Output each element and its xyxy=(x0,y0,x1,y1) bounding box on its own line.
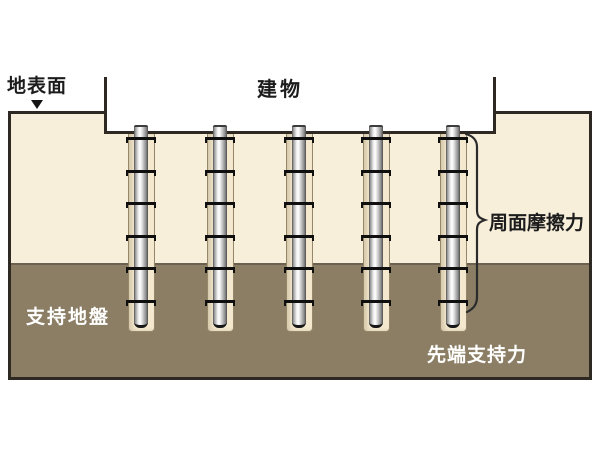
pile xyxy=(134,125,148,328)
friction-tick-icon xyxy=(205,170,235,176)
friction-tick-icon xyxy=(205,137,235,143)
friction-tick-icon xyxy=(438,202,468,208)
friction-tick-icon xyxy=(438,170,468,176)
friction-tick-icon xyxy=(438,235,468,241)
friction-tick-icon xyxy=(126,300,156,306)
friction-tick-icon xyxy=(438,137,468,143)
friction-tick-icon xyxy=(361,202,391,208)
friction-tick-icon xyxy=(205,300,235,306)
friction-tick-icon xyxy=(284,202,314,208)
skin-friction-label: 周面摩擦力 xyxy=(489,213,585,234)
friction-tick-icon xyxy=(126,267,156,273)
friction-tick-icon xyxy=(126,137,156,143)
friction-tick-icon xyxy=(284,267,314,273)
friction-tick-icon xyxy=(284,235,314,241)
ground-surface-marker-icon xyxy=(31,100,43,109)
friction-tick-icon xyxy=(126,202,156,208)
friction-tick-icon xyxy=(361,267,391,273)
friction-tick-icon xyxy=(361,235,391,241)
friction-tick-icon xyxy=(126,235,156,241)
ground-surface-label: 地表面 xyxy=(7,76,68,97)
friction-tick-icon xyxy=(438,267,468,273)
building-label: 建物 xyxy=(257,79,303,101)
friction-tick-icon xyxy=(284,137,314,143)
friction-tick-icon xyxy=(284,170,314,176)
friction-tick-icon xyxy=(438,300,468,306)
bearing-stratum-label: 支持地盤 xyxy=(26,307,111,328)
friction-tick-icon xyxy=(361,300,391,306)
pile xyxy=(446,125,460,328)
friction-tick-icon xyxy=(205,202,235,208)
friction-tick-icon xyxy=(361,170,391,176)
friction-tick-icon xyxy=(205,267,235,273)
tip-bearing-label: 先端支持力 xyxy=(427,345,528,366)
friction-tick-icon xyxy=(126,170,156,176)
friction-tick-icon xyxy=(205,235,235,241)
pile xyxy=(369,125,383,328)
pile xyxy=(213,125,227,328)
pile xyxy=(292,125,306,328)
friction-tick-icon xyxy=(361,137,391,143)
friction-tick-icon xyxy=(284,300,314,306)
